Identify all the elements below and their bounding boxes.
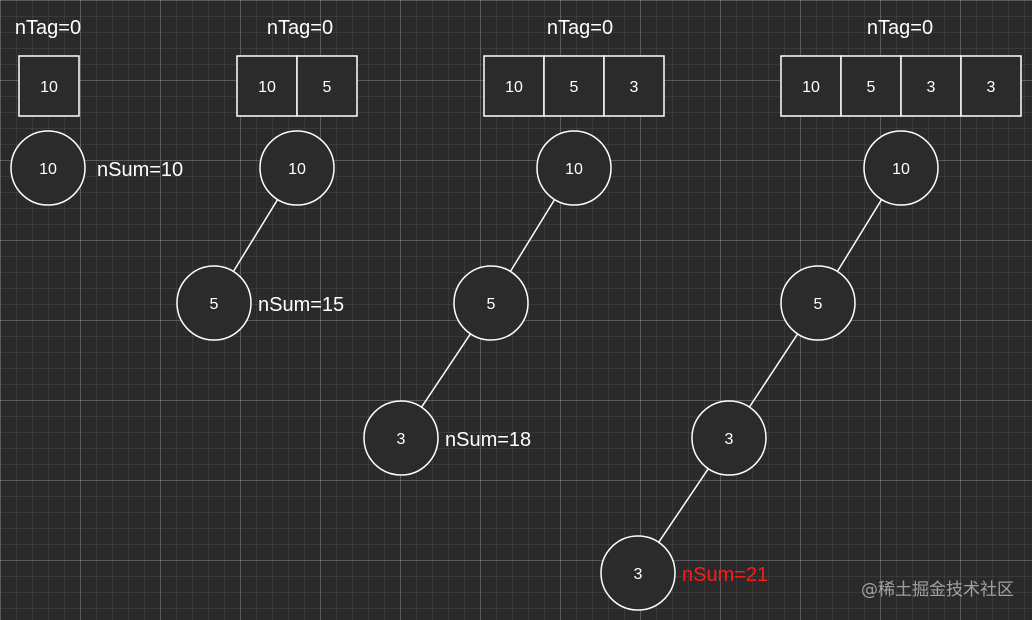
- stack-cell: [296, 55, 358, 117]
- tree-node-value: 10: [565, 161, 583, 178]
- tree-node: [600, 535, 676, 611]
- stack-cell-value: 5: [323, 79, 332, 96]
- stack-cell: [236, 55, 298, 117]
- tree-node-value: 3: [397, 431, 406, 448]
- tree-node: [863, 130, 939, 206]
- tree-node-value: 5: [487, 296, 496, 313]
- stack-cell-value: 10: [40, 79, 58, 96]
- tag-label: nTag=0: [267, 17, 333, 39]
- tree-node: [176, 265, 252, 341]
- sum-label: nSum=18: [445, 429, 531, 451]
- stack-cell-value: 3: [927, 79, 936, 96]
- tree-node-value: 3: [634, 566, 643, 583]
- stack-cell-value: 3: [987, 79, 996, 96]
- tag-label: nTag=0: [15, 17, 81, 39]
- tree-node-value: 10: [892, 161, 910, 178]
- stack-cell: [543, 55, 605, 117]
- tree-edge: [420, 333, 472, 408]
- tree-node: [691, 400, 767, 476]
- tree-node-value: 5: [210, 296, 219, 313]
- tree-node: [259, 130, 335, 206]
- tag-label: nTag=0: [867, 17, 933, 39]
- tree-node: [10, 130, 86, 206]
- tree-node-value: 3: [725, 431, 734, 448]
- tag-label: nTag=0: [547, 17, 613, 39]
- tree-node-value: 5: [814, 296, 823, 313]
- stack-cell: [18, 55, 80, 117]
- stack-cell-value: 10: [505, 79, 523, 96]
- stack-cell-value: 3: [630, 79, 639, 96]
- stack-cell: [603, 55, 665, 117]
- tree-edge: [836, 199, 883, 272]
- stack-cell-value: 5: [867, 79, 876, 96]
- stack-cell-value: 10: [802, 79, 820, 96]
- tree-node: [536, 130, 612, 206]
- tree-node-value: 10: [288, 161, 306, 178]
- tree-node: [363, 400, 439, 476]
- tree-edge: [509, 199, 556, 272]
- sum-label-highlight: nSum=21: [682, 564, 768, 586]
- tree-edge: [748, 333, 799, 408]
- sum-label: nSum=10: [97, 159, 183, 181]
- stack-cell-value: 5: [570, 79, 579, 96]
- tree-node-value: 10: [39, 161, 57, 178]
- tree-edge: [232, 199, 279, 272]
- stack-cell: [483, 55, 545, 117]
- stack-cell: [840, 55, 902, 117]
- sum-label: nSum=15: [258, 294, 344, 316]
- tree-node: [453, 265, 529, 341]
- tree-node: [780, 265, 856, 341]
- stack-cell: [960, 55, 1022, 117]
- stack-cell-value: 10: [258, 79, 276, 96]
- tree-edge: [658, 468, 709, 543]
- watermark-text: @稀土掘金技术社区: [861, 580, 1014, 600]
